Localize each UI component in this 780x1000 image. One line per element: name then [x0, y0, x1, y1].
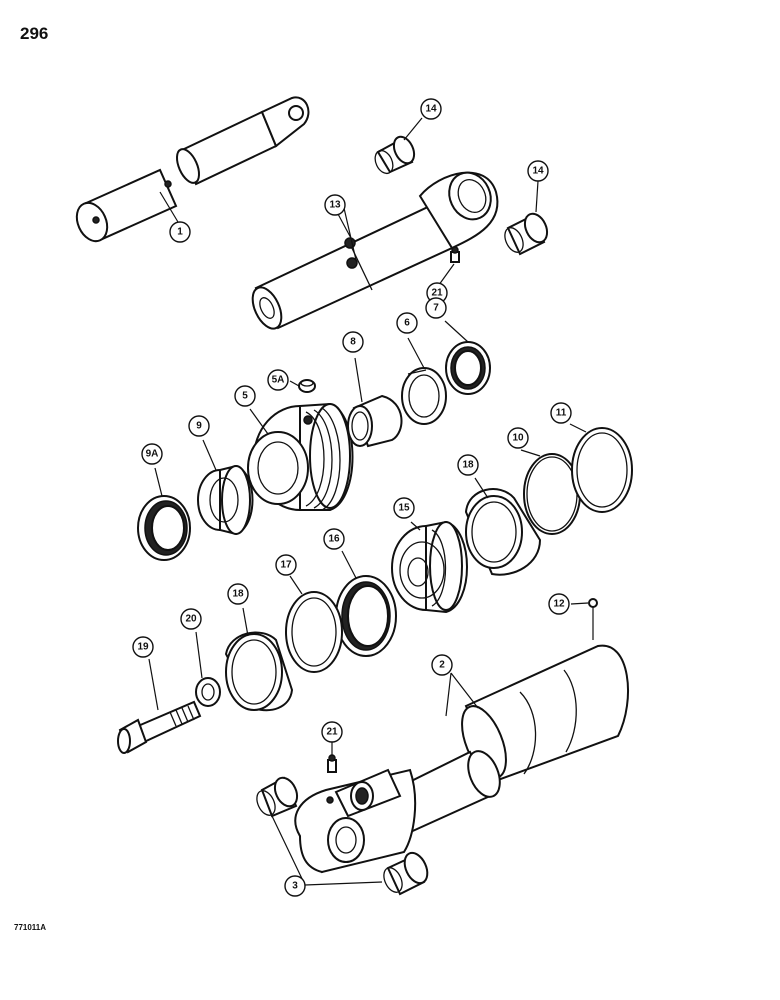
bearing-part-8: [347, 394, 403, 448]
washer-part-20: [195, 677, 221, 707]
callout-label: 21: [326, 727, 338, 738]
callout-part-16: 16: [323, 528, 345, 550]
callout-label: 5: [242, 391, 248, 402]
callout-label: 7: [433, 303, 439, 314]
callout-part-18-upper: 18: [457, 454, 479, 476]
callout-part-21-upper: 21: [426, 282, 448, 304]
bolt-part-19: [117, 700, 202, 754]
callout-label: 9A: [146, 449, 159, 460]
callout-label: 16: [328, 534, 340, 545]
callout-label: 15: [398, 503, 410, 514]
callout-label: 18: [232, 589, 244, 600]
callout-label: 1: [177, 227, 183, 238]
callout-part-17: 17: [275, 554, 297, 576]
callout-label: 19: [137, 642, 149, 653]
callout-part-19: 19: [132, 636, 154, 658]
callout-label: 14: [425, 104, 437, 115]
gland-part-5: [247, 402, 354, 511]
grease-fitting-part-21-upper: [450, 246, 460, 263]
ring-part-7: [445, 341, 491, 395]
callout-label: 20: [185, 614, 197, 625]
callout-part-9A: 9A: [141, 443, 163, 465]
bushing-part-14-lower: [504, 212, 549, 256]
callout-part-14-lower: 14: [527, 160, 549, 182]
callout-part-20: 20: [180, 608, 202, 630]
seal-part-9: [197, 464, 254, 536]
callout-part-14-upper: 14: [420, 98, 442, 120]
callout-label: 10: [512, 433, 524, 444]
wiper-part-9A: [137, 495, 191, 561]
callout-part-10: 10: [507, 427, 529, 449]
callout-part-13: 13: [324, 194, 346, 216]
callout-part-18-lower: 18: [227, 583, 249, 605]
plug-part-5A: [298, 379, 316, 393]
callout-label: 18: [462, 460, 474, 471]
callout-label: 8: [350, 337, 356, 348]
callout-part-21-lower: 21: [321, 721, 343, 743]
callout-part-5: 5: [234, 385, 256, 407]
barrel-part-2: [294, 644, 629, 874]
figure-code: 771011A: [14, 923, 47, 932]
callout-part-8: 8: [342, 331, 364, 353]
callout-label: 14: [532, 166, 544, 177]
wear-ring-part-18-lower: [224, 631, 294, 712]
callout-part-5A: 5A: [267, 369, 289, 391]
callout-part-3: 3: [284, 875, 306, 897]
callout-part-6: 6: [396, 312, 418, 334]
callout-label: 12: [553, 599, 565, 610]
callout-label: 6: [404, 318, 410, 329]
wear-ring-part-18-upper: [464, 488, 542, 576]
ring-part-17: [285, 591, 343, 673]
callout-part-15: 15: [393, 497, 415, 519]
callout-part-2: 2: [431, 654, 453, 676]
cylinder-assembly-part-1: [75, 96, 310, 243]
seal-part-16: [335, 575, 397, 657]
callout-label: 5A: [272, 375, 285, 386]
ring-part-6: [401, 367, 447, 425]
bushing-part-14-upper: [374, 135, 416, 175]
page-number: 296: [20, 24, 49, 43]
callout-label: 21: [431, 288, 443, 299]
callout-part-9: 9: [188, 415, 210, 437]
backup-ring-part-11: [571, 427, 633, 513]
leader-lines: [148, 117, 589, 886]
callout-part-7: 7: [425, 297, 447, 319]
callout-label: 9: [196, 421, 202, 432]
callout-label: 17: [280, 560, 292, 571]
callout-label: 2: [439, 660, 445, 671]
callout-part-11: 11: [550, 402, 572, 424]
bolt-part-12: [588, 598, 598, 640]
callout-label: 3: [292, 881, 298, 892]
callout-label: 13: [329, 200, 341, 211]
callout-label: 11: [556, 408, 567, 419]
bushing-part-3-lower: [383, 851, 429, 896]
callout-part-12: 12: [548, 593, 570, 615]
callout-part-1: 1: [169, 221, 191, 243]
grease-fitting-part-21-lower: [327, 754, 337, 773]
rod-assembly-part-13: [251, 171, 499, 330]
bushing-part-3-upper: [256, 776, 299, 818]
piston-part-15: [391, 520, 468, 614]
